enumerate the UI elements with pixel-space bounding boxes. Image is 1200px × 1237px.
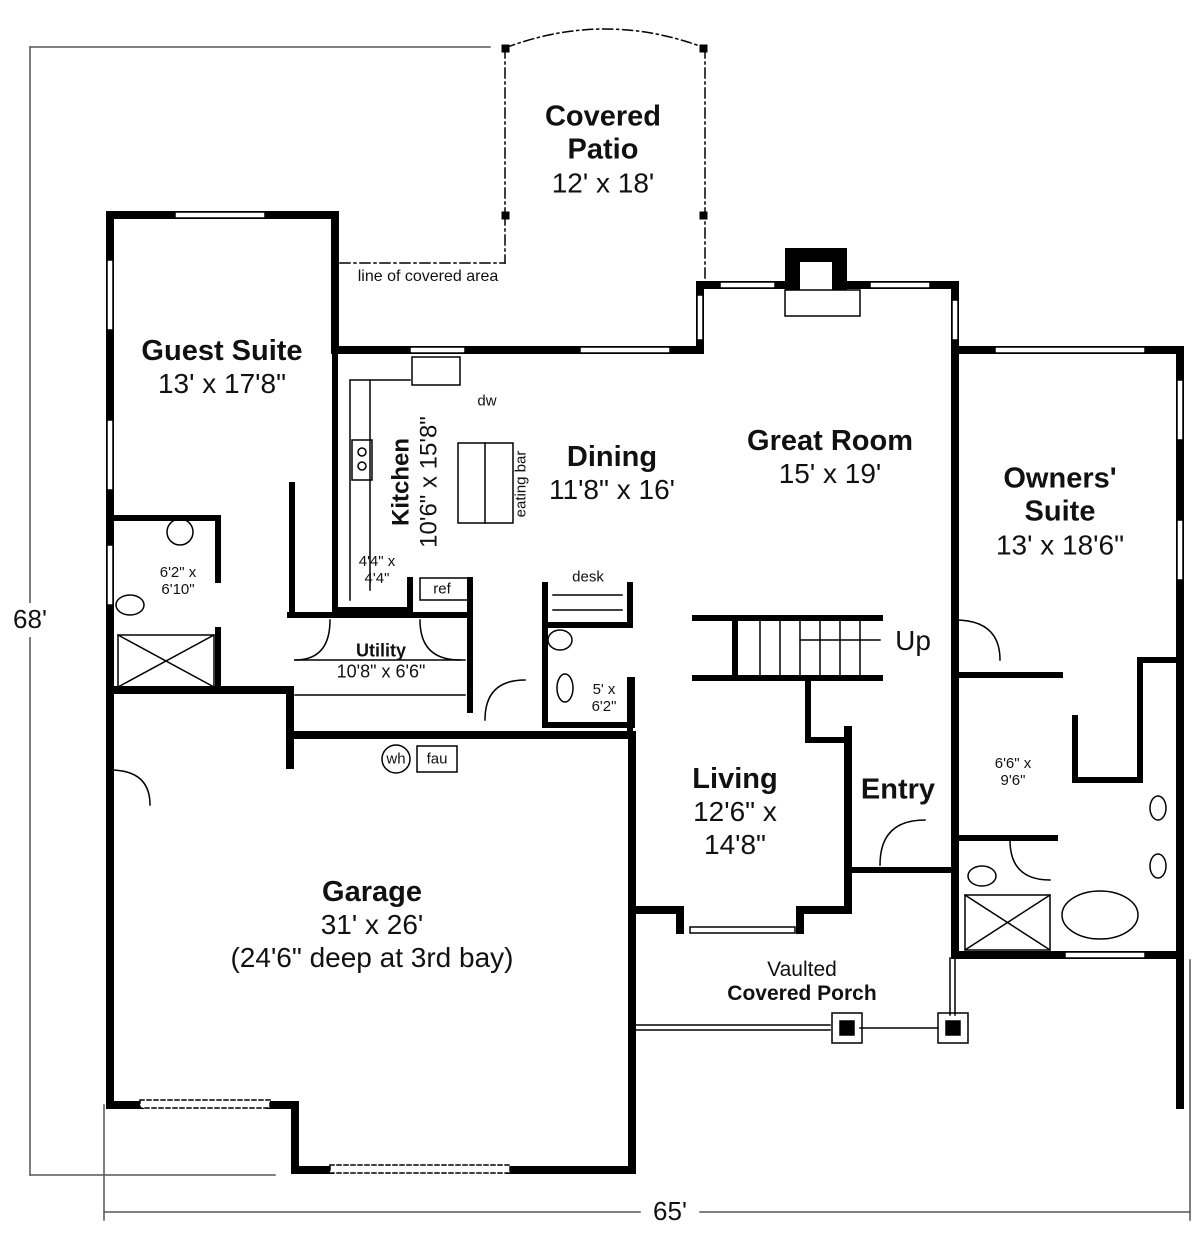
garage-label: Garage 31' x 26' (24'6" deep at 3rd bay) [230, 876, 514, 973]
interior-walls [107, 347, 1178, 958]
great-room-label: Great Room 15' x 19' [747, 425, 913, 490]
refrigerator-label: ref [433, 580, 451, 598]
pantry-label: 4'4" x 4'4" [358, 552, 396, 587]
porch-label: Vaulted Covered Porch [727, 957, 877, 1005]
covered-area-note: line of covered area [357, 267, 499, 285]
staircase [759, 619, 881, 679]
dishwasher-label: dw [477, 392, 497, 410]
stairs-up-label: Up [895, 624, 931, 656]
living-label: Living 12'6" x 14'8" [692, 763, 778, 860]
kitchen-label: Kitchen 10'6" x 15'8" [387, 416, 442, 548]
overall-depth-dimension: 68' [13, 603, 47, 637]
eating-bar-label: eating bar [512, 450, 530, 518]
dimension-lines [29, 46, 1191, 1221]
furnace-label: fau [426, 750, 448, 768]
owners-suite-label: Owners' Suite 13' x 18'6" [995, 462, 1125, 561]
utility-label: Utility 10'8" x 6'6" [336, 640, 426, 681]
guest-bath-label: 6'2" x 6'10" [159, 563, 197, 598]
overall-width-dimension: 65' [647, 1196, 693, 1227]
covered-patio-label: Covered Patio 12' x 18' [544, 100, 662, 199]
owners-closet-label: 6'6" x 9'6" [994, 754, 1032, 789]
powder-bath-label: 5' x 6'2" [591, 680, 617, 715]
guest-suite-label: Guest Suite 13' x 17'8" [141, 335, 303, 400]
windows [106, 211, 1184, 1174]
covered-patio-outline [339, 28, 706, 286]
dining-label: Dining 11'8" x 16' [549, 441, 675, 506]
desk-label: desk [572, 568, 604, 586]
water-heater-label: wh [386, 750, 406, 768]
entry-label: Entry [860, 773, 936, 806]
fixtures [109, 356, 1167, 1044]
